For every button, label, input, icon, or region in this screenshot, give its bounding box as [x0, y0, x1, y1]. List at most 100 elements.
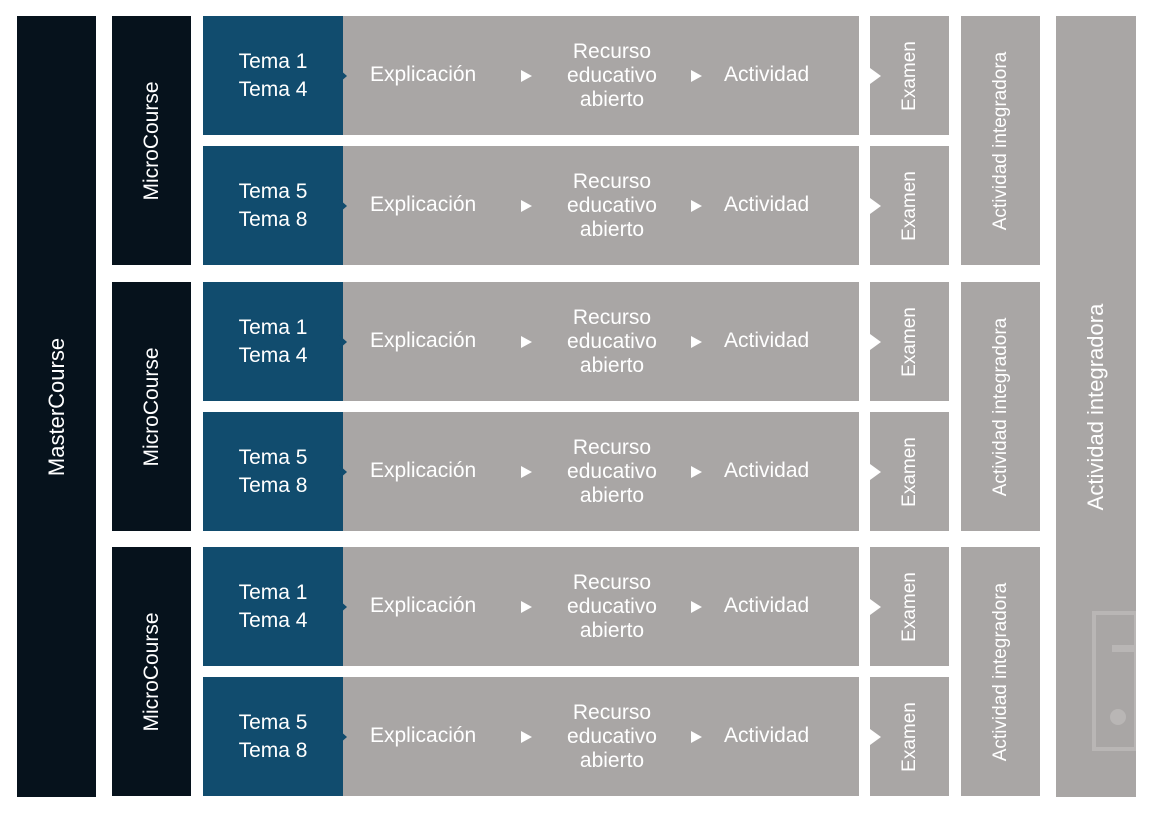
final-integrator-column: Actividad integradora — [1056, 16, 1136, 797]
resource-line: educativo — [567, 193, 657, 217]
tema-start-label: Tema 1 — [238, 49, 308, 73]
activity-step: Actividad — [724, 62, 810, 86]
activity-step: Actividad — [724, 192, 810, 216]
exam-label: Examen — [898, 436, 920, 507]
exam-box: Examen — [870, 547, 949, 666]
exam-box: Examen — [870, 412, 949, 531]
resource-line: Recurso — [572, 305, 652, 329]
arrow-icon — [870, 67, 881, 84]
tema-end-label: Tema 4 — [238, 343, 308, 367]
exam-box: Examen — [870, 146, 949, 265]
tema-block: Tema 5 Tema 8 — [203, 677, 343, 796]
integrator-label: Actividad integradora — [989, 317, 1011, 496]
exam-box: Examen — [870, 677, 949, 796]
tema-end-label: Tema 8 — [238, 473, 308, 497]
tema-end-label: Tema 8 — [238, 207, 308, 231]
resource-line: abierto — [579, 217, 645, 241]
exam-box: Examen — [870, 16, 949, 135]
resource-line: abierto — [579, 748, 645, 772]
explanation-step: Explicación — [370, 593, 477, 617]
arrow-icon — [870, 463, 881, 480]
arrow-icon — [870, 728, 881, 745]
connector-notch — [339, 198, 347, 213]
exam-label: Examen — [898, 306, 920, 377]
connector-notch — [339, 729, 347, 744]
explanation-step: Explicación — [370, 458, 477, 482]
microcourse-column: MicroCourse — [112, 16, 191, 265]
activity-step: Actividad — [724, 593, 810, 617]
final-integrator-label: Actividad integradora — [1083, 303, 1108, 510]
connector-notch — [339, 334, 347, 349]
tema-end-label: Tema 8 — [238, 738, 308, 762]
resource-line: Recurso — [572, 570, 652, 594]
explanation-step: Explicación — [370, 192, 477, 216]
resource-line: abierto — [579, 618, 645, 642]
resource-line: abierto — [579, 483, 645, 507]
resource-line: educativo — [567, 594, 657, 618]
resource-line: Recurso — [572, 700, 652, 724]
arrow-icon — [870, 598, 881, 615]
explanation-step: Explicación — [370, 723, 477, 747]
arrow-icon — [521, 199, 532, 212]
process-bar — [343, 146, 859, 265]
tema-block: Tema 5 Tema 8 — [203, 146, 343, 265]
microcourse-column: MicroCourse — [112, 547, 191, 796]
arrow-icon — [691, 730, 702, 743]
exam-label: Examen — [898, 40, 920, 111]
process-bar — [343, 547, 859, 666]
microcourse-label: MicroCourse — [139, 611, 163, 732]
arrow-icon — [691, 199, 702, 212]
process-bar — [343, 412, 859, 531]
arrow-icon — [870, 333, 881, 350]
exam-box: Examen — [870, 282, 949, 401]
tema-end-label: Tema 4 — [238, 608, 308, 632]
resource-line: abierto — [579, 353, 645, 377]
resource-line: Recurso — [572, 39, 652, 63]
microcourse-label: MicroCourse — [139, 346, 163, 467]
arrow-icon — [691, 335, 702, 348]
tema-start-label: Tema 5 — [238, 710, 308, 734]
process-bar — [343, 677, 859, 796]
tema-start-label: Tema 5 — [238, 445, 308, 469]
resource-line: educativo — [567, 459, 657, 483]
mastercourse-column: MasterCourse — [17, 16, 96, 797]
integrator-label: Actividad integradora — [989, 51, 1011, 230]
connector-notch — [339, 68, 347, 83]
arrow-icon — [521, 69, 532, 82]
arrow-icon — [521, 465, 532, 478]
activity-step: Actividad — [724, 723, 810, 747]
resource-line: educativo — [567, 724, 657, 748]
explanation-step: Explicación — [370, 328, 477, 352]
integrator-label: Actividad integradora — [989, 582, 1011, 761]
mastercourse-label: MasterCourse — [43, 337, 69, 476]
resource-line: Recurso — [572, 435, 652, 459]
resource-line: educativo — [567, 329, 657, 353]
tema-start-label: Tema 1 — [238, 315, 308, 339]
activity-step: Actividad — [724, 458, 810, 482]
arrow-icon — [691, 465, 702, 478]
arrow-icon — [521, 600, 532, 613]
arrow-icon — [870, 197, 881, 214]
tema-start-label: Tema 5 — [238, 179, 308, 203]
tema-block: Tema 1 Tema 4 — [203, 282, 343, 401]
explanation-step: Explicación — [370, 62, 477, 86]
connector-notch — [339, 464, 347, 479]
activity-step: Actividad — [724, 328, 810, 352]
arrow-icon — [691, 600, 702, 613]
tema-block: Tema 5 Tema 8 — [203, 412, 343, 531]
process-bar — [343, 282, 859, 401]
process-bar — [343, 16, 859, 135]
arrow-icon — [521, 335, 532, 348]
resource-line: Recurso — [572, 169, 652, 193]
microcourse-column: MicroCourse — [112, 282, 191, 531]
arrow-icon — [521, 730, 532, 743]
document-icon — [1092, 611, 1136, 751]
integrator-column: Actividad integradora — [961, 547, 1040, 796]
